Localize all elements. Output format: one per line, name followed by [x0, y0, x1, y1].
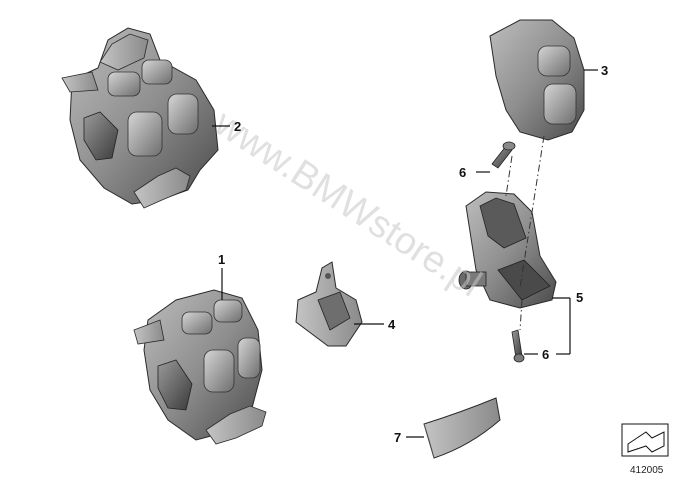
part-6-screw-lower[interactable] [511, 329, 525, 363]
callout-6-upper: 6 [459, 165, 466, 180]
callout-1: 1 [218, 252, 225, 267]
watermark-text: www.BMWstore.pl [206, 102, 488, 306]
callout-5: 5 [576, 290, 583, 305]
part-3-cover[interactable] [489, 19, 585, 141]
callout-2: 2 [234, 119, 241, 134]
part-2-switch-housing[interactable] [61, 27, 219, 209]
part-6-screw-upper[interactable] [491, 141, 516, 169]
part-1-switch-housing[interactable] [133, 289, 267, 445]
assembly-lines [505, 135, 545, 331]
callout-3: 3 [601, 63, 608, 78]
part-5-switch-base[interactable] [458, 191, 557, 309]
callout-4: 4 [388, 317, 396, 332]
angled-arrow-icon [627, 431, 665, 453]
callout-6-lower: 6 [542, 347, 549, 362]
reference-number: 412005 [630, 465, 664, 476]
callout-7: 7 [394, 430, 401, 445]
part-4-bracket[interactable] [295, 261, 363, 347]
part-7-shell[interactable] [423, 397, 501, 459]
reference-box: 412005 [621, 423, 669, 476]
leader-lines [212, 69, 598, 438]
